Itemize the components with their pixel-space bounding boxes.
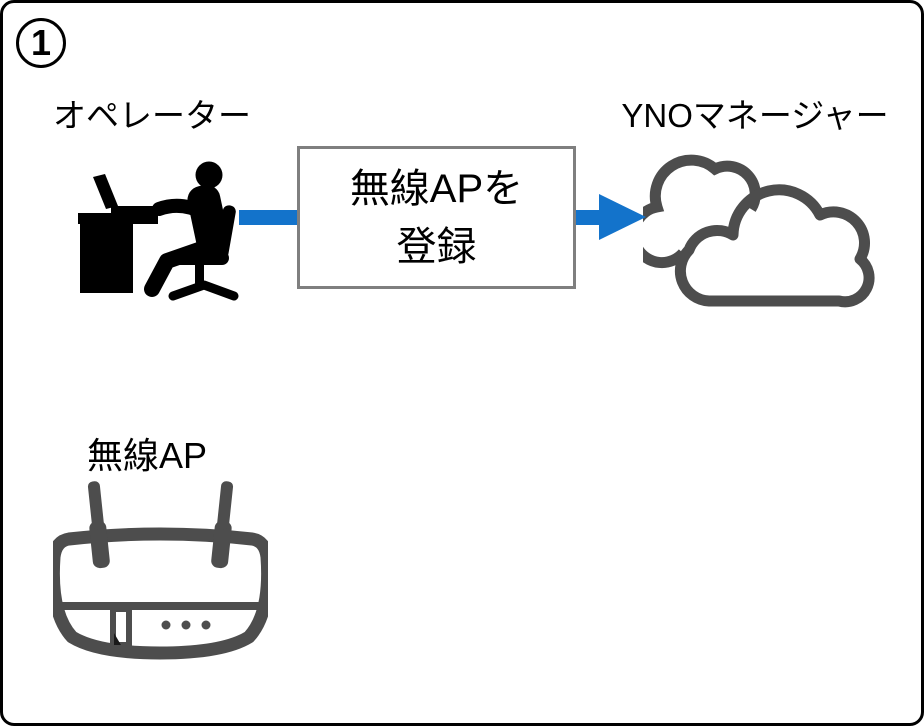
yno-manager-label: YNOマネージャー bbox=[621, 97, 889, 134]
operator-label: オペレーター bbox=[53, 97, 251, 134]
wireless-ap-icon bbox=[53, 481, 268, 660]
wireless-ap-label: 無線AP bbox=[87, 435, 208, 476]
action-box: 無線APを 登録 bbox=[297, 146, 576, 289]
action-box-line2: 登録 bbox=[396, 224, 477, 269]
step-number: 1 bbox=[30, 22, 52, 63]
step-number-badge: 1 bbox=[16, 18, 66, 68]
action-box-line1: 無線APを bbox=[349, 166, 524, 211]
cloud-icon bbox=[643, 154, 875, 308]
person-at-desk-icon bbox=[78, 161, 239, 301]
arrow-right-icon bbox=[599, 194, 646, 240]
